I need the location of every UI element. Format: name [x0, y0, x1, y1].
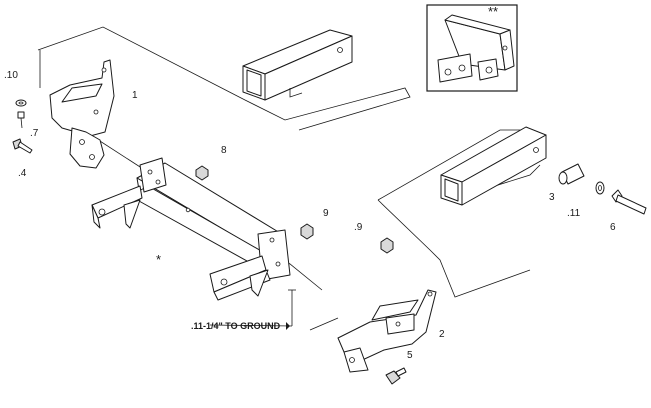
washer-11 — [595, 181, 605, 195]
callout-star: * — [156, 252, 162, 267]
callout-9-left: 9 — [323, 208, 329, 219]
receiver-tube-right — [440, 126, 547, 206]
main-mount-frame — [91, 157, 291, 301]
bolt-4 — [12, 138, 33, 154]
bracket-part-2 — [337, 289, 437, 373]
callout-1: 1 — [132, 90, 138, 101]
callout-11: .11 — [567, 208, 581, 219]
washer-10 — [15, 99, 27, 107]
nut-8 — [195, 165, 209, 181]
callout-7: .7 — [30, 128, 39, 139]
receiver-tube-left — [242, 29, 353, 101]
callout-double-star: ** — [488, 4, 499, 19]
callout-2: 2 — [439, 329, 445, 340]
nut-9-left — [300, 223, 314, 240]
callout-10: .10 — [4, 70, 18, 81]
callout-3: 3 — [549, 192, 555, 203]
inset-detail-box — [426, 4, 518, 92]
callout-9-right: .9 — [354, 222, 363, 233]
nut-9-right — [380, 237, 394, 254]
ground-clearance-note: .11-1/4" TO GROUND — [191, 321, 281, 331]
bolt-5 — [385, 367, 407, 385]
bracket-part-1 — [49, 59, 115, 169]
callout-5: 5 — [407, 350, 413, 361]
spacer-3 — [558, 163, 585, 185]
callout-8: 8 — [221, 145, 227, 156]
bolt-6 — [611, 189, 647, 215]
callout-6: 6 — [610, 222, 616, 233]
bolt-7 — [17, 111, 25, 129]
callout-4: .4 — [18, 168, 27, 179]
